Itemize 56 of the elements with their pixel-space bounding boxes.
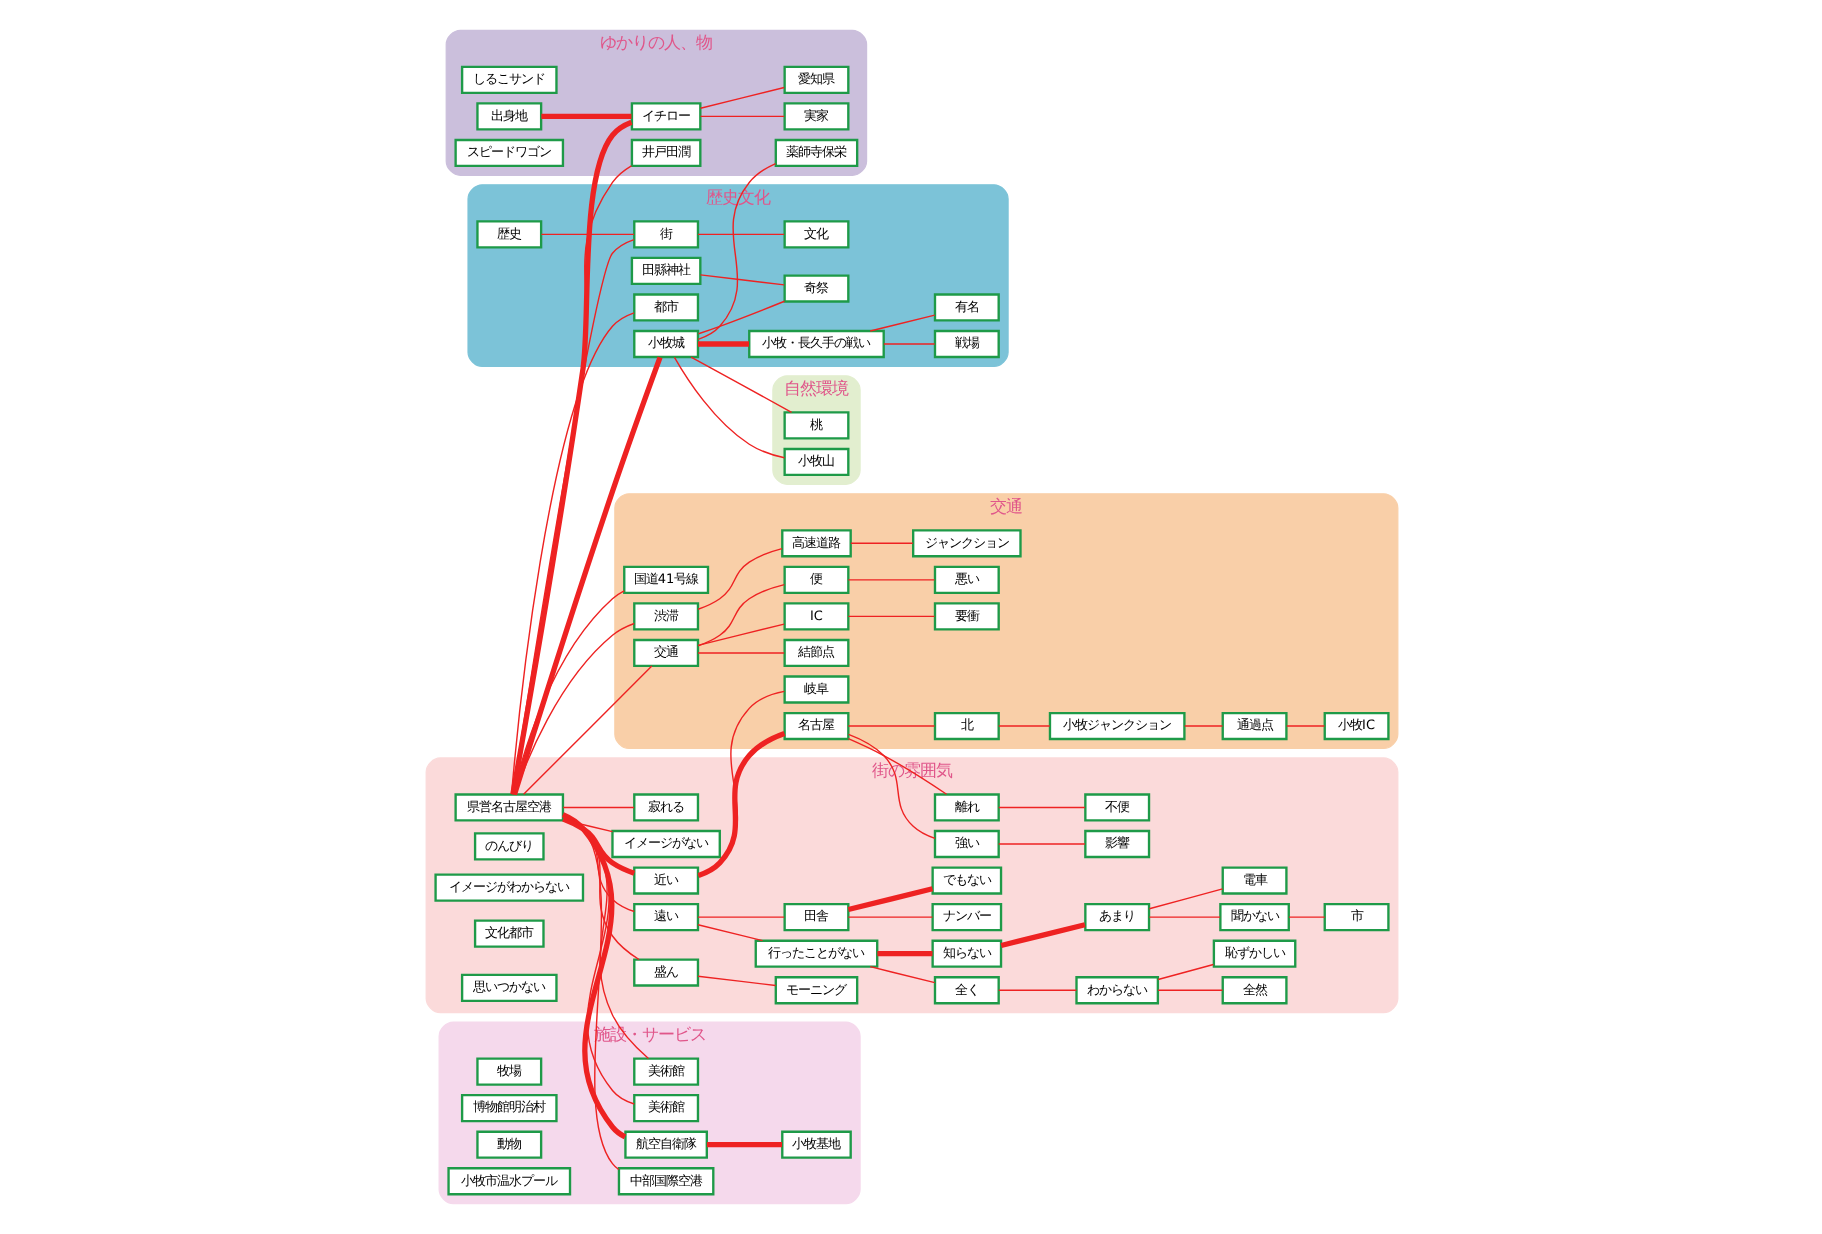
connector bbox=[1285, 725, 1325, 727]
connector bbox=[560, 812, 626, 1140]
connector bbox=[696, 975, 776, 987]
connector bbox=[1183, 725, 1223, 727]
connector bbox=[696, 731, 785, 878]
connector bbox=[696, 233, 784, 236]
connector bbox=[696, 652, 784, 654]
connector bbox=[698, 115, 784, 118]
connector bbox=[1156, 963, 1214, 981]
connector bbox=[846, 733, 935, 840]
connector bbox=[561, 815, 634, 913]
connector bbox=[846, 886, 933, 913]
connector bbox=[696, 341, 748, 347]
connector bbox=[849, 542, 913, 544]
connector bbox=[561, 813, 619, 1171]
connector bbox=[696, 547, 782, 610]
connector bbox=[846, 916, 933, 918]
connector bbox=[513, 622, 634, 795]
connector bbox=[561, 816, 635, 876]
connector bbox=[696, 924, 763, 942]
connector bbox=[846, 615, 935, 618]
connector bbox=[1147, 888, 1223, 910]
connector bbox=[846, 725, 935, 727]
connector bbox=[696, 583, 785, 647]
connector bbox=[672, 356, 785, 459]
connector bbox=[698, 274, 784, 286]
connector bbox=[868, 314, 935, 332]
connector bbox=[846, 738, 947, 795]
connector bbox=[705, 1142, 782, 1148]
connector bbox=[696, 300, 785, 335]
connector bbox=[696, 690, 785, 877]
connector bbox=[882, 343, 935, 345]
connector bbox=[521, 665, 652, 795]
connector bbox=[561, 815, 639, 961]
connector bbox=[868, 965, 935, 984]
connector bbox=[996, 989, 1077, 991]
connector bbox=[510, 356, 662, 796]
connector bbox=[999, 922, 1085, 949]
connector bbox=[1287, 916, 1325, 918]
connector bbox=[561, 814, 634, 1105]
connector bbox=[696, 916, 784, 918]
connector bbox=[511, 590, 624, 795]
connector bbox=[689, 356, 792, 414]
connector bbox=[698, 86, 784, 109]
connector bbox=[876, 951, 932, 957]
connector bbox=[996, 843, 1085, 845]
connector bbox=[1147, 916, 1220, 918]
connector bbox=[561, 814, 649, 1060]
connector bbox=[996, 806, 1085, 809]
connector bbox=[540, 113, 631, 120]
connector bbox=[696, 623, 784, 647]
connector bbox=[1156, 989, 1223, 991]
connector bbox=[846, 579, 935, 581]
connector bbox=[561, 806, 634, 809]
connector bbox=[539, 233, 634, 236]
connector bbox=[996, 725, 1050, 727]
